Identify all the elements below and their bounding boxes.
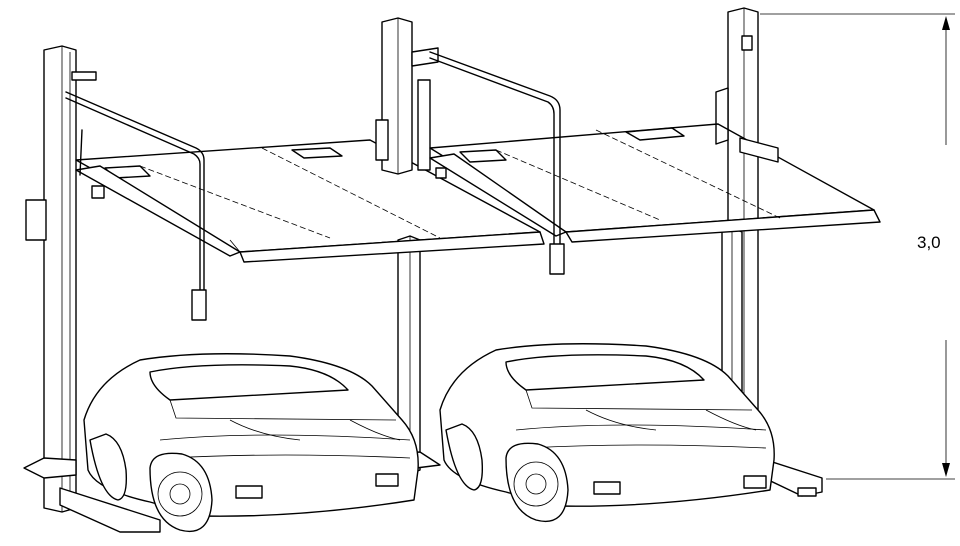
car-drawing xyxy=(439,343,775,522)
height-dimension xyxy=(760,13,955,480)
left-lifting-arm xyxy=(65,91,207,321)
left-platform xyxy=(75,139,545,263)
arrow-down-icon xyxy=(942,463,950,477)
right-car xyxy=(439,343,775,522)
middle-column xyxy=(375,17,439,175)
right-platform xyxy=(429,123,881,243)
right-lifting-arm xyxy=(429,51,565,275)
arrow-up-icon xyxy=(942,16,950,30)
car-drawing xyxy=(83,353,419,532)
left-lift-unit xyxy=(23,45,545,533)
height-dimension-label: 3,0 xyxy=(917,233,941,252)
left-car xyxy=(83,353,419,532)
right-lift-unit xyxy=(375,7,881,497)
